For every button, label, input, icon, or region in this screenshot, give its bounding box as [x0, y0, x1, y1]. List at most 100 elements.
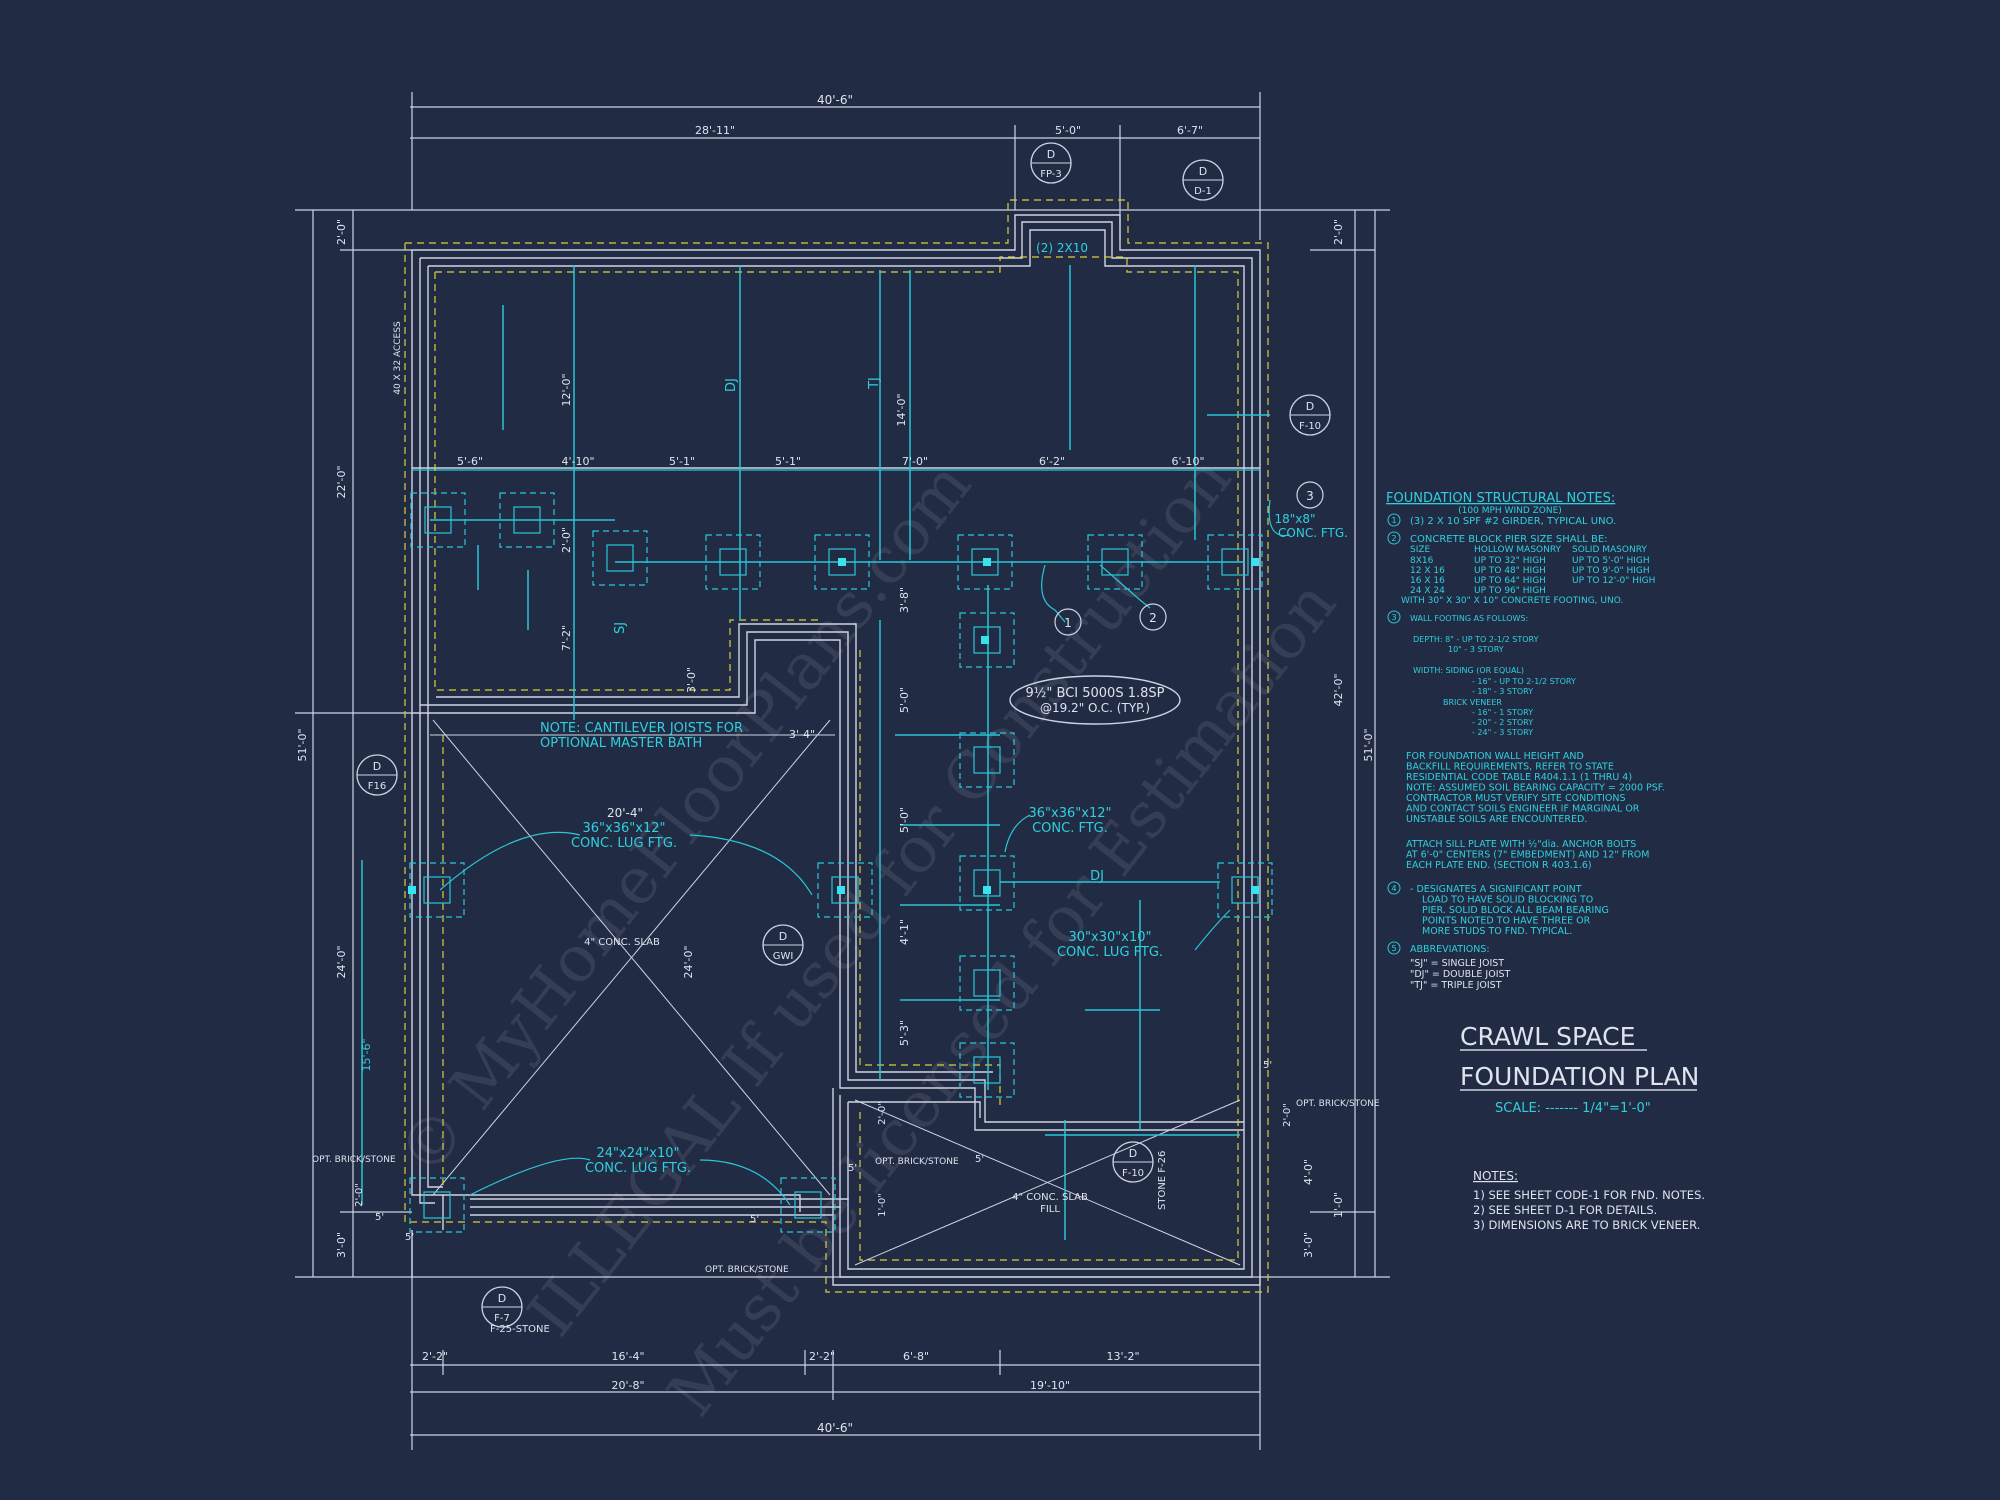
tag-1: 1: [1064, 616, 1072, 630]
note-num-5: 5: [1391, 944, 1396, 953]
dim-left-d6: 2'-0": [354, 1183, 365, 1207]
callout-top: D: [1047, 148, 1055, 161]
point-load-marker: [408, 886, 416, 894]
dim-top-seg1: 28'-11": [695, 124, 735, 137]
tag-2: 2: [1149, 611, 1157, 625]
ftg-18-label-2: CONC. FTG.: [1278, 526, 1348, 540]
pier-table-cell: 16 X 16: [1410, 576, 1445, 586]
note-para2-line: ATTACH SILL PLATE WITH ½"dia. ANCHOR BOL…: [1406, 839, 1636, 850]
note-num-2: 2: [1391, 534, 1396, 543]
note-num-3: 3: [1391, 613, 1396, 622]
beam-dim: 4'-10": [561, 455, 594, 468]
dim-left-overall: 51'-0": [296, 728, 309, 761]
pier: [719, 548, 747, 576]
brick-label-1: OPT. BRICK/STONE: [312, 1155, 396, 1165]
sj-label: SJ: [613, 622, 628, 634]
lug36-1: 36"x36"x12": [583, 821, 666, 836]
foundation-walls: [411, 214, 1261, 1286]
pier-footing: [817, 862, 873, 918]
point-load-marker: [838, 558, 846, 566]
stone-label: F-25-STONE: [490, 1324, 550, 1335]
dj-label: DJ: [724, 378, 739, 392]
pier-table-cell: 8X16: [1410, 556, 1434, 566]
callout-f7: DF-7: [481, 1286, 523, 1328]
pier-table-cell: 12 X 16: [1410, 566, 1445, 576]
dim-204: 20'-4": [607, 806, 643, 820]
title-scale: SCALE: ------- 1/4"=1'-0": [1495, 1101, 1651, 1116]
note-3-w2: - 18" - 3 STORY: [1472, 687, 1533, 696]
pier-table-cell: 24 X 24: [1410, 586, 1445, 596]
general-note-2: 2) SEE SHEET D-1 FOR DETAILS.: [1473, 1203, 1657, 1217]
slab-label-2: 4" CONC. SLAB: [1012, 1192, 1088, 1203]
dim-top-overall: 40'-6": [817, 93, 853, 107]
pier: [423, 1191, 451, 1219]
pier-table-cell: UP TO 32" HIGH: [1474, 556, 1546, 566]
pier-footing: [957, 534, 1013, 590]
note-para2-line: EACH PLATE END. (SECTION R 403.1.6): [1406, 860, 1592, 871]
pier: [828, 548, 856, 576]
dim-bottom-seg-a: 20'-8": [611, 1379, 644, 1392]
title-block: CRAWL SPACE FOUNDATION PLAN SCALE: -----…: [1460, 1022, 1699, 1116]
bci-label-2: @19.2" O.C. (TYP.): [1040, 701, 1150, 715]
pier-footing: [959, 1042, 1015, 1098]
callout-top: D: [498, 1292, 506, 1305]
note-num-4: 4: [1391, 884, 1396, 893]
dim-left-d5: 15'-6": [360, 1038, 373, 1071]
note-5-item: "SJ" = SINGLE JOIST: [1410, 958, 1504, 969]
pier: [971, 548, 999, 576]
plan-labels: 40'-6"28'-11"5'-0"6'-7"40'-6"20'-8"19'-1…: [296, 93, 1380, 1435]
callout-bottom: F16: [368, 781, 386, 792]
dim-7: 7'-2": [560, 625, 573, 651]
dim-34: 3'-4": [789, 728, 815, 741]
dim-12: 12'-0": [560, 373, 573, 406]
pier: [1221, 548, 1249, 576]
dim-41: 4'-1": [898, 919, 911, 945]
pier-table-head: SOLID MASONRY: [1572, 545, 1647, 555]
dim-5a: 5'-0": [898, 687, 911, 713]
pier: [831, 876, 859, 904]
callout-f10: DF-10: [1289, 394, 1331, 436]
pier-footing: [409, 862, 465, 918]
girder-label: (2) 2X10: [1036, 241, 1088, 255]
pier-table-cell: UP TO 12'-0" HIGH: [1572, 576, 1655, 586]
note-para1-line: BACKFILL REQUIREMENTS, REFER TO STATE: [1406, 762, 1614, 773]
dim-top-seg3: 6'-7": [1177, 124, 1203, 137]
dim-left-d1: 2'-0": [335, 219, 348, 245]
dim-right-d2: 42'-0": [1332, 673, 1345, 706]
slab-label-1: 4" CONC. SLAB: [584, 937, 660, 948]
ftg-18-label: 18"x8": [1274, 512, 1315, 526]
footing-outlines: [404, 199, 1269, 1293]
dim-38: 3'-8": [898, 587, 911, 613]
note-para1-line: RESIDENTIAL CODE TABLE R404.1.1 (1 THRU …: [1406, 772, 1632, 783]
pier: [973, 746, 1001, 774]
pier: [973, 626, 1001, 654]
note-3-w1: - 16" - UP TO 2-1/2 STORY: [1472, 677, 1576, 686]
bci-label-1: 9½" BCI 5000S 1.8SP: [1026, 686, 1165, 701]
general-note-3: 3) DIMENSIONS ARE TO BRICK VENEER.: [1473, 1218, 1700, 1232]
dim-bottom-d4: 6'-8": [903, 1350, 929, 1363]
small-dim: 5': [975, 1154, 984, 1165]
brick-label-4: OPT. BRICK/STONE: [1296, 1099, 1380, 1109]
note-3-brick: BRICK VENEER: [1443, 698, 1502, 707]
slab-label-2b: FILL: [1040, 1204, 1060, 1215]
dim-bottom-d1: 2'-2": [422, 1350, 448, 1363]
callout-top: D: [1199, 165, 1207, 178]
note-4-line: MORE STUDS TO FND. TYPICAL.: [1422, 926, 1572, 937]
pier: [513, 506, 541, 534]
note-2: CONCRETE BLOCK PIER SIZE SHALL BE:: [1410, 534, 1608, 545]
pier: [973, 869, 1001, 897]
callout-bottom: GWI: [773, 951, 794, 962]
note-3-depth2: 10" - 3 STORY: [1448, 645, 1504, 654]
pier: [606, 544, 634, 572]
cantilever-note-2: OPTIONAL MASTER BATH: [540, 736, 702, 751]
pier-table-cell: UP TO 64" HIGH: [1474, 576, 1546, 586]
pier-footing: [1087, 534, 1143, 590]
callout-bottom: FP-3: [1040, 169, 1062, 180]
note-4-line: LOAD TO HAVE SOLID BLOCKING TO: [1422, 895, 1593, 906]
pier: [794, 1191, 822, 1219]
lug30-1: 30"x30"x10": [1069, 930, 1152, 945]
small-dim: 5': [750, 1214, 759, 1225]
point-load-marker: [983, 886, 991, 894]
note-para1-line: CONTRACTOR MUST VERIFY SITE CONDITIONS: [1406, 793, 1626, 804]
